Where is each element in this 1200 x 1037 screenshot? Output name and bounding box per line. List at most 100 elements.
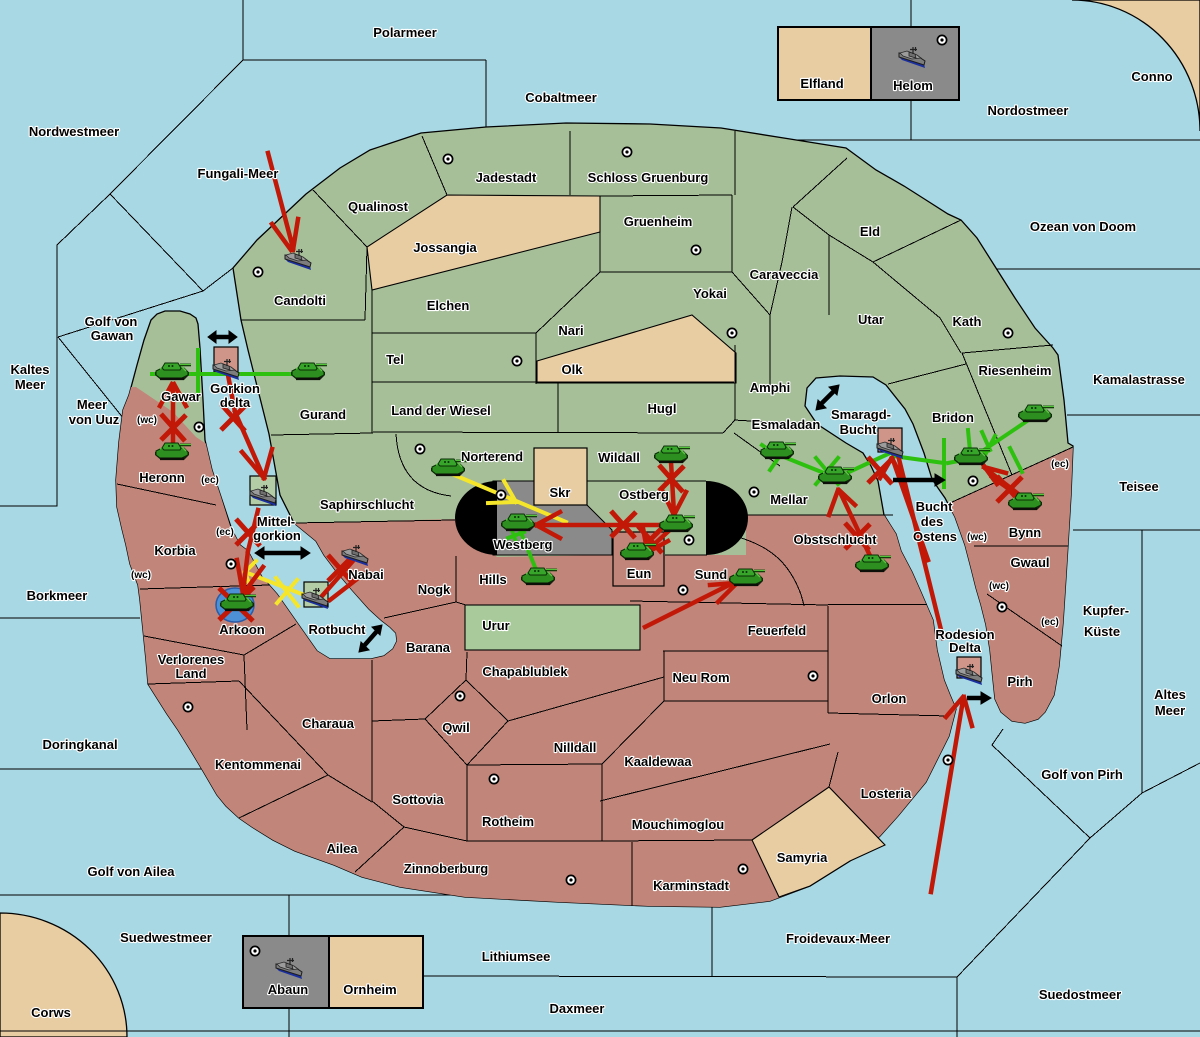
svg-text:Nabai: Nabai xyxy=(348,567,383,582)
svg-text:Feuerfeld: Feuerfeld xyxy=(748,623,807,638)
svg-text:Ozean von Doom: Ozean von Doom xyxy=(1030,219,1136,234)
svg-text:Obstschlucht: Obstschlucht xyxy=(793,532,877,547)
svg-text:gorkion: gorkion xyxy=(253,528,301,543)
svg-text:(ec): (ec) xyxy=(216,527,234,538)
svg-text:Doringkanal: Doringkanal xyxy=(42,737,117,752)
svg-text:(ec): (ec) xyxy=(1041,617,1059,628)
svg-text:Meer: Meer xyxy=(15,377,45,392)
svg-text:Caraveccia: Caraveccia xyxy=(750,267,819,282)
svg-text:Utar: Utar xyxy=(858,312,884,327)
svg-text:Bynn: Bynn xyxy=(1009,525,1042,540)
svg-text:Lithiumsee: Lithiumsee xyxy=(482,949,551,964)
svg-text:Mellar: Mellar xyxy=(770,492,808,507)
svg-text:Korbia: Korbia xyxy=(154,543,196,558)
svg-text:Losteria: Losteria xyxy=(861,786,912,801)
svg-text:Suedostmeer: Suedostmeer xyxy=(1039,987,1121,1002)
svg-text:Schloss Gruenburg: Schloss Gruenburg xyxy=(588,170,709,185)
svg-text:(wc): (wc) xyxy=(967,532,987,543)
svg-text:Qwil: Qwil xyxy=(442,720,469,735)
svg-text:Golf von Pirh: Golf von Pirh xyxy=(1041,767,1123,782)
svg-text:Tel: Tel xyxy=(386,352,404,367)
svg-text:Bucht: Bucht xyxy=(916,499,954,514)
svg-text:Barana: Barana xyxy=(406,640,451,655)
svg-text:Charaua: Charaua xyxy=(302,716,355,731)
svg-text:Nari: Nari xyxy=(558,323,583,338)
svg-text:Sottovia: Sottovia xyxy=(392,792,444,807)
svg-text:Kamalastrasse: Kamalastrasse xyxy=(1093,372,1185,387)
svg-text:Gurand: Gurand xyxy=(300,407,346,422)
svg-text:Gorkion: Gorkion xyxy=(210,381,260,396)
svg-text:Eun: Eun xyxy=(627,566,652,581)
svg-text:Gawar: Gawar xyxy=(161,389,201,404)
svg-text:Ailea: Ailea xyxy=(326,841,358,856)
svg-text:des: des xyxy=(921,514,943,529)
svg-text:(ec): (ec) xyxy=(201,475,219,486)
svg-text:Rodesion: Rodesion xyxy=(935,627,994,642)
svg-text:Jossangia: Jossangia xyxy=(413,240,477,255)
svg-text:Heronn: Heronn xyxy=(139,470,185,485)
svg-text:Kaaldewaa: Kaaldewaa xyxy=(624,754,692,769)
svg-text:Delta: Delta xyxy=(949,640,982,655)
svg-text:Wildall: Wildall xyxy=(598,450,640,465)
svg-text:Polarmeer: Polarmeer xyxy=(373,25,437,40)
svg-text:Karminstadt: Karminstadt xyxy=(653,878,730,893)
svg-text:Daxmeer: Daxmeer xyxy=(550,1001,605,1016)
svg-text:Rotbucht: Rotbucht xyxy=(308,622,366,637)
svg-text:Rotheim: Rotheim xyxy=(482,814,534,829)
svg-text:Gwaul: Gwaul xyxy=(1010,555,1049,570)
svg-text:Golf von: Golf von xyxy=(85,314,138,329)
svg-text:Meer: Meer xyxy=(1155,703,1185,718)
svg-text:Land: Land xyxy=(175,666,206,681)
svg-text:Küste: Küste xyxy=(1084,624,1120,639)
svg-text:(wc): (wc) xyxy=(131,570,151,581)
svg-text:Nordostmeer: Nordostmeer xyxy=(988,103,1069,118)
svg-text:(wc): (wc) xyxy=(989,581,1009,592)
svg-text:Kentommenai: Kentommenai xyxy=(215,757,301,772)
svg-text:Nordwestmeer: Nordwestmeer xyxy=(29,124,119,139)
svg-text:Nogk: Nogk xyxy=(418,582,451,597)
svg-text:Mittel-: Mittel- xyxy=(257,514,295,529)
svg-text:Orlon: Orlon xyxy=(872,691,907,706)
svg-text:von Uuz: von Uuz xyxy=(69,412,120,427)
svg-text:(wc): (wc) xyxy=(137,415,157,426)
svg-text:Hills: Hills xyxy=(479,572,506,587)
svg-text:Bucht: Bucht xyxy=(840,422,878,437)
svg-text:Ornheim: Ornheim xyxy=(343,982,396,997)
svg-text:Hugl: Hugl xyxy=(648,401,677,416)
svg-text:Sund: Sund xyxy=(695,567,728,582)
svg-text:Neu Rom: Neu Rom xyxy=(672,670,729,685)
svg-text:Zinnoberburg: Zinnoberburg xyxy=(404,861,489,876)
svg-text:Corws: Corws xyxy=(31,1005,71,1020)
svg-text:Yokai: Yokai xyxy=(693,286,727,301)
svg-text:Qualinost: Qualinost xyxy=(348,199,409,214)
svg-text:Chapablublek: Chapablublek xyxy=(482,664,568,679)
svg-text:Ostberg: Ostberg xyxy=(619,487,669,502)
svg-text:Abaun: Abaun xyxy=(268,982,309,997)
svg-text:Saphirschlucht: Saphirschlucht xyxy=(320,497,415,512)
svg-text:(ec): (ec) xyxy=(1051,459,1069,470)
svg-text:Meer: Meer xyxy=(77,397,107,412)
svg-text:Altes: Altes xyxy=(1154,687,1186,702)
svg-text:Kupfer-: Kupfer- xyxy=(1083,603,1129,618)
svg-text:Esmaladan: Esmaladan xyxy=(752,417,821,432)
svg-text:Gruenheim: Gruenheim xyxy=(624,214,693,229)
svg-text:Westberg: Westberg xyxy=(494,537,553,552)
svg-text:Helom: Helom xyxy=(893,78,933,93)
svg-text:Jadestadt: Jadestadt xyxy=(476,170,537,185)
svg-text:Arkoon: Arkoon xyxy=(219,622,265,637)
svg-text:Ostens: Ostens xyxy=(913,529,957,544)
svg-text:Elchen: Elchen xyxy=(427,298,470,313)
svg-text:Bridon: Bridon xyxy=(932,410,974,425)
svg-text:Pirh: Pirh xyxy=(1007,674,1032,689)
svg-text:Teisee: Teisee xyxy=(1119,479,1159,494)
svg-text:Golf von Ailea: Golf von Ailea xyxy=(88,864,176,879)
svg-text:Mouchimoglou: Mouchimoglou xyxy=(632,817,724,832)
svg-text:Olk: Olk xyxy=(562,362,584,377)
svg-text:Froidevaux-Meer: Froidevaux-Meer xyxy=(786,931,890,946)
svg-text:Kath: Kath xyxy=(953,314,982,329)
svg-text:Cobaltmeer: Cobaltmeer xyxy=(525,90,597,105)
svg-text:Eld: Eld xyxy=(860,224,880,239)
svg-text:Conno: Conno xyxy=(1131,69,1172,84)
svg-text:Smaragd-: Smaragd- xyxy=(831,407,891,422)
svg-text:Kaltes: Kaltes xyxy=(10,362,49,377)
